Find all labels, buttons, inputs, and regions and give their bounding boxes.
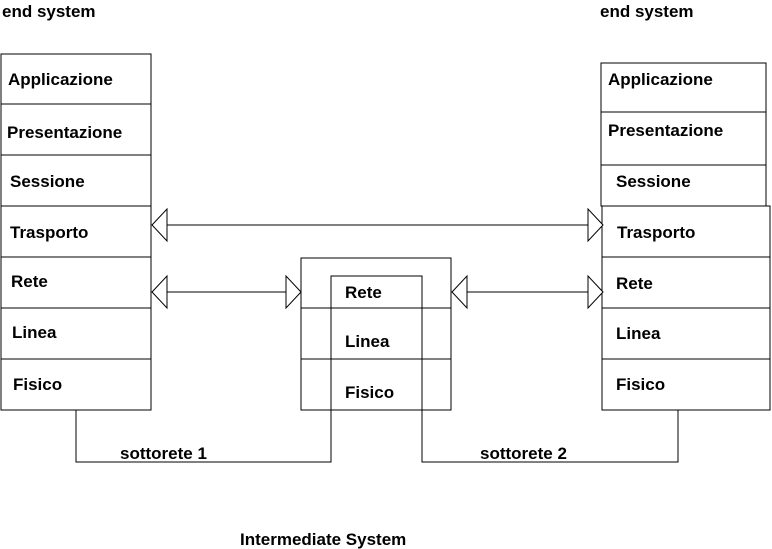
left-layer-sessione: Sessione bbox=[10, 172, 85, 191]
left-stack-frame bbox=[0, 53, 152, 411]
intermediate-layer-rete: Rete bbox=[345, 283, 382, 302]
arrow-left-head bbox=[451, 274, 468, 310]
arrow-left-head bbox=[151, 274, 168, 310]
right-layer-linea: Linea bbox=[616, 324, 661, 343]
trasporto-peer-arrow bbox=[151, 207, 604, 243]
arrow-right-head bbox=[587, 207, 604, 243]
right-layer-fisico: Fisico bbox=[616, 375, 665, 394]
left-layer-trasporto: Trasporto bbox=[10, 223, 88, 242]
left-layer-applicazione: Applicazione bbox=[8, 70, 113, 89]
arrow-left-head bbox=[151, 207, 168, 243]
right-layer-presentazione: Presentazione bbox=[608, 121, 723, 140]
right-layer-rete: Rete bbox=[616, 274, 653, 293]
left-stack: Applicazione Presentazione Sessione Tras… bbox=[0, 53, 152, 411]
left-layer-presentazione: Presentazione bbox=[7, 123, 122, 142]
left-layer-rete: Rete bbox=[11, 272, 48, 291]
left-end-system-title: end system bbox=[2, 2, 96, 21]
subnet-2-link bbox=[421, 410, 679, 463]
intermediate-layer-fisico: Fisico bbox=[345, 383, 394, 402]
right-layer-applicazione: Applicazione bbox=[608, 70, 713, 89]
rete-arrow-right bbox=[451, 274, 604, 310]
left-layer-fisico: Fisico bbox=[13, 375, 62, 394]
left-layer-linea: Linea bbox=[12, 323, 57, 342]
right-end-system-title: end system bbox=[600, 2, 694, 21]
right-layer-trasporto: Trasporto bbox=[617, 223, 695, 242]
intermediate-stack: Rete Linea Fisico bbox=[300, 257, 452, 411]
arrow-right-head bbox=[587, 274, 604, 310]
arrow-right-head bbox=[285, 274, 302, 310]
subnet-1-link bbox=[75, 410, 332, 463]
rete-arrow-left bbox=[151, 274, 302, 310]
right-stack: Applicazione Presentazione Sessione Tras… bbox=[600, 62, 771, 411]
intermediate-layer-linea: Linea bbox=[345, 332, 390, 351]
intermediate-outer-frame bbox=[300, 257, 452, 411]
subnet-2-label: sottorete 2 bbox=[480, 444, 567, 463]
right-layer-sessione: Sessione bbox=[616, 172, 691, 191]
subnet-1-label: sottorete 1 bbox=[120, 444, 207, 463]
right-layer-sessione-box bbox=[600, 164, 767, 207]
intermediate-system-title: Intermediate System bbox=[240, 530, 406, 549]
intermediate-inner-frame bbox=[330, 275, 423, 411]
right-stack-top-frame bbox=[600, 62, 767, 166]
